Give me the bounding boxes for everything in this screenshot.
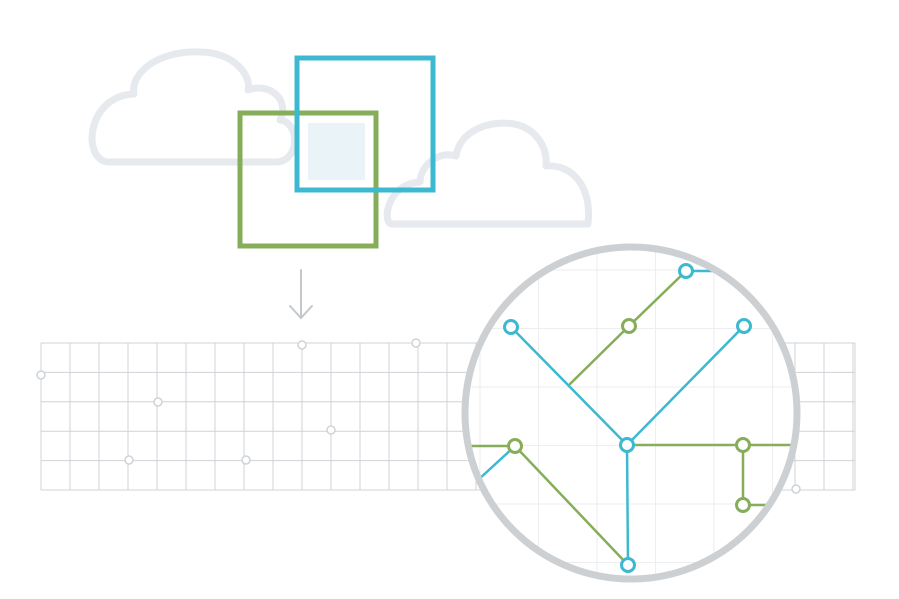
network-edge — [513, 444, 630, 567]
grid-marker — [326, 425, 336, 435]
network-edge — [627, 269, 688, 328]
grid-marker — [791, 484, 801, 494]
network-node — [736, 318, 752, 334]
grid-marker — [124, 455, 134, 465]
blue-square — [294, 55, 436, 193]
grid-marker — [36, 370, 46, 380]
network-node — [678, 263, 694, 279]
network-node — [735, 497, 751, 513]
cloud-icon — [88, 48, 298, 166]
network-node — [619, 437, 635, 453]
grid-marker — [241, 455, 251, 465]
overlap-fill — [308, 123, 365, 180]
grid-markers — [36, 338, 801, 494]
network-edge — [568, 324, 631, 386]
network-node — [735, 437, 751, 453]
network-node — [507, 438, 523, 454]
network-node — [503, 319, 519, 335]
network-edge — [509, 325, 629, 447]
grid-marker — [153, 397, 163, 407]
grid-marker — [411, 338, 421, 348]
grid-marker — [297, 340, 307, 350]
network-node — [620, 557, 636, 573]
network-edge — [625, 443, 630, 567]
network-node — [621, 318, 637, 334]
down-arrow-icon — [289, 269, 313, 320]
magnifier-lens — [461, 243, 801, 583]
cloud-icon — [383, 119, 592, 228]
network-edge — [625, 324, 746, 447]
network-edge — [476, 444, 517, 482]
green-square — [237, 110, 379, 249]
